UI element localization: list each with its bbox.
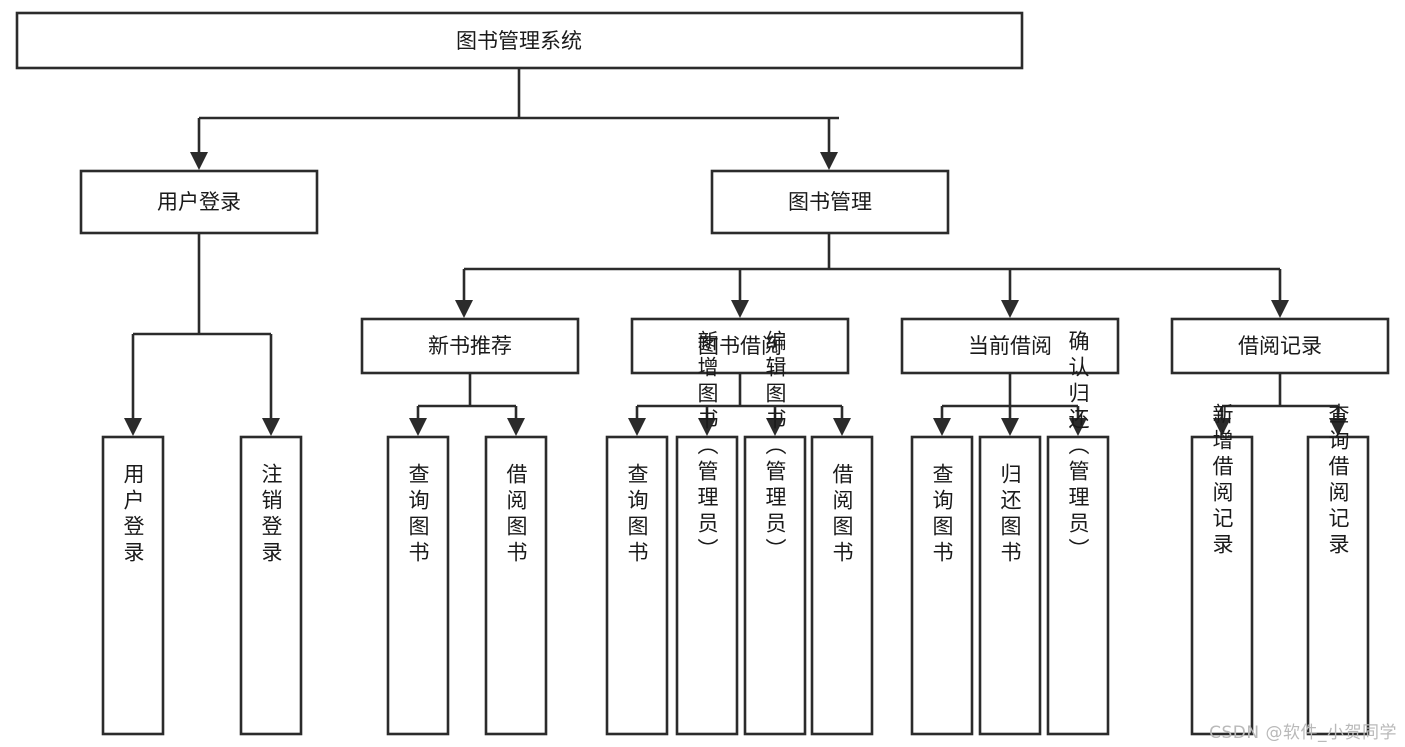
node-book-manage-label: 图书管理 xyxy=(788,190,872,214)
leaf-borrow-record-1-label: 查询借阅记录 xyxy=(1326,403,1350,559)
arrow-bookborrow-leaf-1-icon xyxy=(698,418,716,436)
leaf-book-borrow-2-label: 编辑图书（管理员） xyxy=(763,330,787,564)
leaf-user-login-1-label: 注销登录 xyxy=(259,463,283,567)
leaf-user-login-1-box[interactable] xyxy=(239,435,303,736)
arrow-to-book-manage-icon xyxy=(820,152,838,170)
node-current-borrow[interactable]: 当前借阅 xyxy=(900,317,1120,375)
arrow-bookborrow-leaf-2-icon xyxy=(766,418,784,436)
leaf-current-borrow-0-label: 查询图书 xyxy=(930,463,954,567)
arrow-bookborrow-leaf-3-icon xyxy=(833,418,851,436)
leaf-book-borrow-0-label: 查询图书 xyxy=(625,463,649,567)
node-book-manage[interactable]: 图书管理 xyxy=(710,169,950,235)
connector-bookborrow-to-leaves xyxy=(628,373,851,436)
connector-root-to-level2 xyxy=(190,68,839,170)
node-borrow-record[interactable]: 借阅记录 xyxy=(1170,317,1390,375)
leaf-book-borrow-3-box[interactable] xyxy=(810,435,874,736)
leaf-book-borrow-0[interactable]: 查询图书 xyxy=(605,435,669,736)
leaf-book-borrow-0-box[interactable] xyxy=(605,435,669,736)
arrow-borrowrecord-leaf-1-icon xyxy=(1329,418,1347,436)
leaf-new-book-1[interactable]: 借阅图书 xyxy=(484,435,548,736)
leaf-user-login-0-box[interactable] xyxy=(101,435,165,736)
leaf-book-borrow-3-label: 借阅图书 xyxy=(830,463,854,567)
connector-currentborrow-to-leaves xyxy=(933,373,1087,436)
leaf-current-borrow-2-label: 确认归还（管理员） xyxy=(1066,330,1090,564)
arrow-borrowrecord-leaf-0-icon xyxy=(1213,418,1231,436)
leaf-borrow-record-0-box[interactable] xyxy=(1190,435,1254,736)
leaf-new-book-0-box[interactable] xyxy=(386,435,450,736)
leaf-new-book-0-label: 查询图书 xyxy=(406,463,430,567)
leaf-user-login-0[interactable]: 用户登录 xyxy=(101,435,165,736)
node-user-login-label: 用户登录 xyxy=(157,190,241,214)
leaf-book-borrow-2[interactable]: 编辑图书（管理员） xyxy=(743,330,807,736)
node-new-book-recommend[interactable]: 新书推荐 xyxy=(360,317,580,375)
leaf-current-borrow-1[interactable]: 归还图书 xyxy=(978,435,1042,736)
node-root-box[interactable] xyxy=(15,11,1024,70)
leaf-book-borrow-3[interactable]: 借阅图书 xyxy=(810,435,874,736)
arrow-userlogin-leaf-1-icon xyxy=(262,418,280,436)
leaf-borrow-record-0[interactable]: 新增借阅记录 xyxy=(1190,403,1254,736)
node-current-borrow-label: 当前借阅 xyxy=(968,334,1052,358)
leaf-book-borrow-2-box[interactable] xyxy=(743,435,807,736)
leaf-current-borrow-0-box[interactable] xyxy=(910,435,974,736)
node-root-label: 图书管理系统 xyxy=(456,29,582,53)
leaf-new-book-0[interactable]: 查询图书 xyxy=(386,435,450,736)
leaf-current-borrow-1-label: 归还图书 xyxy=(998,463,1022,567)
node-root[interactable]: 图书管理系统 xyxy=(15,11,1024,70)
node-user-login[interactable]: 用户登录 xyxy=(79,169,319,235)
arrow-to-currentborrow-icon xyxy=(1001,300,1019,318)
leaf-book-borrow-1-label: 新增图书（管理员） xyxy=(695,330,719,564)
leaf-user-login-1[interactable]: 注销登录 xyxy=(239,435,303,736)
node-book-borrow-label: 图书借阅 xyxy=(698,334,782,358)
arrow-to-user-login-icon xyxy=(190,152,208,170)
arrow-to-borrowrecord-icon xyxy=(1271,300,1289,318)
arrow-currentborrow-leaf-1-icon xyxy=(1001,418,1019,436)
leaf-new-book-1-label: 借阅图书 xyxy=(504,463,528,567)
connector-bookmanage-to-level3 xyxy=(455,233,1289,318)
node-borrow-record-box[interactable] xyxy=(1170,317,1390,375)
arrow-currentborrow-leaf-2-icon xyxy=(1069,418,1087,436)
node-new-book-recommend-box[interactable] xyxy=(360,317,580,375)
connector-newbook-to-leaves xyxy=(409,373,525,436)
arrow-to-bookborrow-icon xyxy=(731,300,749,318)
arrow-currentborrow-leaf-0-icon xyxy=(933,418,951,436)
arrow-newbook-leaf-0-icon xyxy=(409,418,427,436)
leaf-current-borrow-2[interactable]: 确认归还（管理员） xyxy=(1046,330,1110,736)
leaf-user-login-0-label: 用户登录 xyxy=(121,463,145,567)
node-current-borrow-box[interactable] xyxy=(900,317,1120,375)
leaf-new-book-1-box[interactable] xyxy=(484,435,548,736)
arrow-newbook-leaf-1-icon xyxy=(507,418,525,436)
leaf-borrow-record-0-label: 新增借阅记录 xyxy=(1210,403,1234,559)
node-new-book-recommend-label: 新书推荐 xyxy=(428,334,512,358)
arrow-userlogin-leaf-0-icon xyxy=(124,418,142,436)
node-borrow-record-label: 借阅记录 xyxy=(1238,334,1322,358)
connector-userlogin-to-leaves xyxy=(124,233,280,436)
leaf-book-borrow-1-box[interactable] xyxy=(675,435,739,736)
arrow-bookborrow-leaf-0-icon xyxy=(628,418,646,436)
arrow-to-newbook-icon xyxy=(455,300,473,318)
connector-borrowrecord-to-leaves xyxy=(1213,373,1347,436)
leaf-borrow-record-1-box[interactable] xyxy=(1306,435,1370,736)
node-book-borrow-box[interactable] xyxy=(630,317,850,375)
leaf-current-borrow-0[interactable]: 查询图书 xyxy=(910,435,974,736)
leaf-current-borrow-2-box[interactable] xyxy=(1046,435,1110,736)
node-book-manage-box[interactable] xyxy=(710,169,950,235)
node-user-login-box[interactable] xyxy=(79,169,319,235)
leaf-current-borrow-1-box[interactable] xyxy=(978,435,1042,736)
leaf-borrow-record-1[interactable]: 查询借阅记录 xyxy=(1306,403,1370,736)
node-book-borrow[interactable]: 图书借阅 xyxy=(630,317,850,375)
leaf-book-borrow-1[interactable]: 新增图书（管理员） xyxy=(675,330,739,736)
